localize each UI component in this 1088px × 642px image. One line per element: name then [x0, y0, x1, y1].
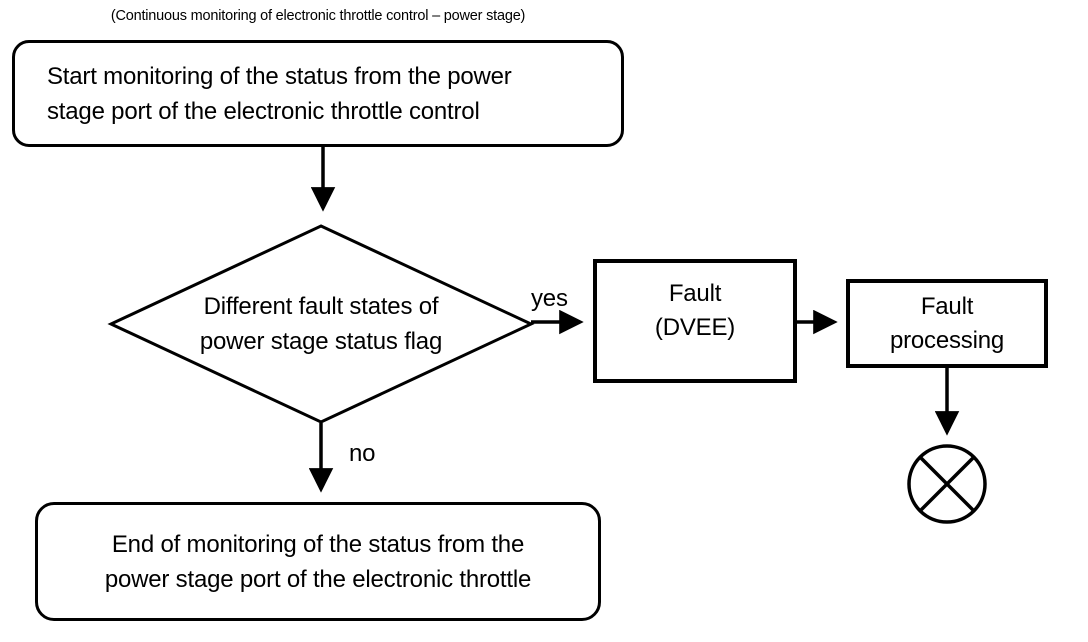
fault-dvee-text-line1: Fault: [668, 280, 722, 307]
crossed-circle-icon: [907, 444, 987, 524]
end-node-text-line2: power stage port of the electronic throt…: [104, 565, 532, 593]
start-node-text-line1: Start monitoring of the status from the …: [47, 62, 512, 90]
end-node-text-line1: End of monitoring of the status from the: [111, 530, 525, 558]
fault-dvee-node: Fault (DVEE): [593, 259, 797, 383]
no-edge-label: no: [349, 440, 376, 467]
decision-text-line1: Different fault states of: [203, 293, 439, 320]
start-node: Start monitoring of the status from the …: [12, 40, 624, 147]
fault-processing-text-line1: Fault: [920, 292, 974, 320]
end-node: End of monitoring of the status from the…: [35, 502, 601, 621]
decision-text-line2: power stage status flag: [199, 328, 443, 355]
start-node-text-line2: stage port of the electronic throttle co…: [47, 97, 480, 125]
yes-edge-label: yes: [531, 285, 568, 312]
decision-node-text: Different fault states of power stage st…: [111, 226, 531, 422]
fault-dvee-text-line2: (DVEE): [654, 314, 736, 341]
decision-diamond: [107, 224, 535, 424]
fault-processing-node: Fault processing: [846, 279, 1048, 368]
fault-processing-text-line2: processing: [889, 326, 1005, 354]
diagram-caption: (Continuous monitoring of electronic thr…: [110, 8, 526, 24]
